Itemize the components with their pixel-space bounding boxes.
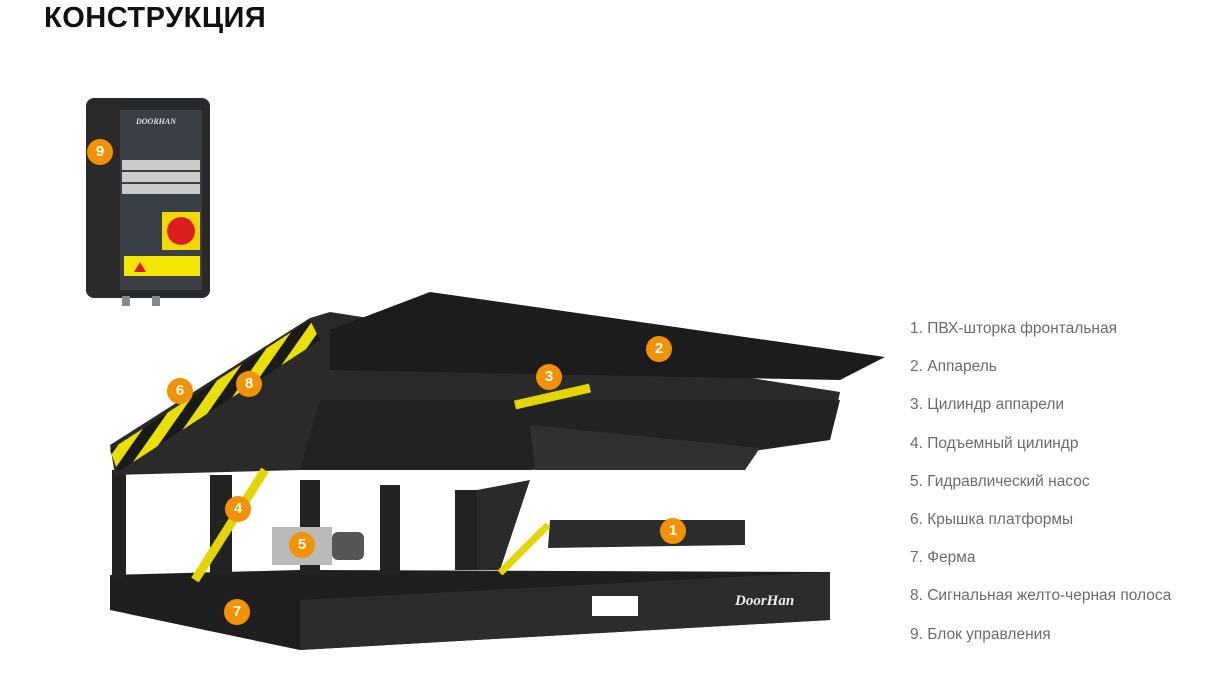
marker-6: 6 [167, 378, 193, 404]
legend-item: 5. Гидравлический насос [910, 472, 1090, 490]
legend-item: 7. Ферма [910, 549, 976, 567]
components-legend: 1. ПВХ-шторка фронтальная 2. Аппарель 3.… [910, 318, 1171, 662]
legend-item: 1. ПВХ-шторка фронтальная [910, 320, 1117, 337]
lip [330, 292, 885, 380]
page-title: КОНСТРУКЦИЯ [44, 2, 267, 34]
marker-9: 9 [87, 139, 113, 165]
marker-8: 8 [236, 371, 262, 397]
marker-2: 2 [646, 336, 672, 362]
legend-item: 8. Сигнальная желто-черная полоса [910, 587, 1172, 605]
marker-3: 3 [536, 364, 562, 390]
cylinders [191, 383, 591, 583]
pvc-curtain [548, 520, 745, 548]
marker-5: 5 [289, 532, 315, 558]
control-box-logo: DOORHAN [135, 117, 177, 126]
platform [110, 292, 885, 548]
legend-item: 4. Подъемный цилиндр [910, 434, 1079, 452]
frame: DoorHan [110, 470, 830, 650]
legend-item: 6. Крышка платформы [910, 510, 1074, 528]
control-box: DOORHAN [86, 98, 210, 306]
legend-item: 3. Цилиндр аппарели [910, 396, 1065, 414]
marker-7: 7 [224, 599, 250, 625]
marker-1: 1 [660, 518, 686, 544]
warning-stripe [110, 320, 320, 472]
legend-item: 9. Блок управления [910, 625, 1051, 643]
frame-logo: DoorHan [734, 593, 794, 609]
legend-item: 2. Аппарель [910, 358, 997, 376]
marker-4: 4 [225, 496, 251, 522]
hydraulic-pump [272, 527, 364, 565]
